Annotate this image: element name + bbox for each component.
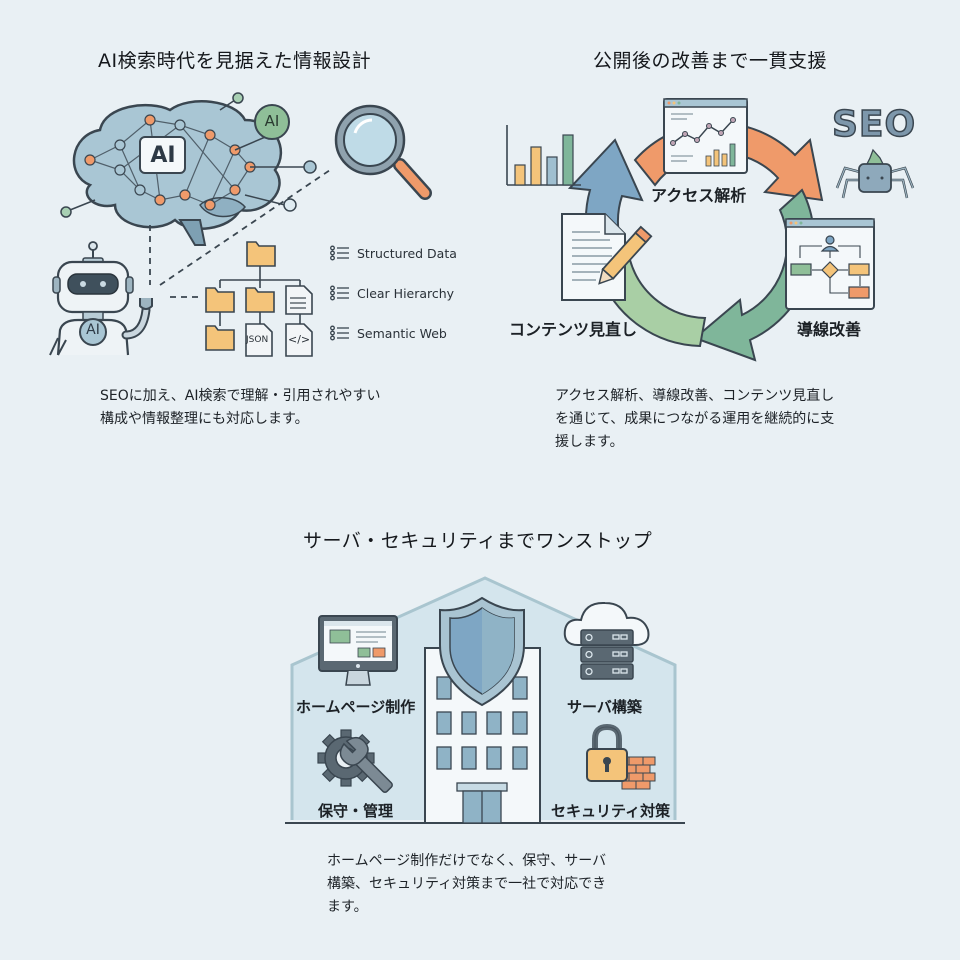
list-icon — [330, 245, 349, 261]
robot-ai-badge: AI — [86, 322, 100, 338]
padlock-firewall-icon — [586, 723, 656, 790]
brain-network-icon — [60, 92, 317, 246]
magnifier-icon — [334, 104, 432, 200]
service-label-web-production: ホームページ制作 — [296, 698, 416, 716]
service-label-maintenance: 保守・管理 — [318, 802, 394, 820]
cycle-label-access-analysis: アクセス解析 — [651, 186, 747, 205]
section-title-ai-search: AI検索時代を見据えた情報設計 — [98, 50, 372, 72]
robot-icon — [49, 241, 153, 356]
description-line: 援します。 — [555, 434, 624, 450]
list-icon — [330, 325, 349, 341]
cycle-label-content-review: コンテンツ見直し — [509, 320, 638, 339]
list-item-structured-data: Structured Data — [357, 246, 457, 261]
service-label-security: セキュリティ対策 — [551, 802, 671, 820]
code-file-label: </> — [288, 333, 311, 346]
description-line: ホームページ制作だけでなく、保守、サーバ — [327, 853, 607, 869]
description-line: アクセス解析、導線改善、コンテンツ見直し — [555, 388, 835, 404]
section-title-improvement: 公開後の改善まで一貫支援 — [593, 50, 828, 72]
seo-badge: SEO — [831, 103, 917, 146]
document-pencil-icon — [561, 213, 653, 301]
list-icon — [330, 285, 349, 301]
monitor-icon — [318, 615, 398, 686]
flowchart-window-icon — [785, 218, 875, 310]
list-item-semantic-web: Semantic Web — [357, 326, 447, 341]
service-label-server-setup: サーバ構築 — [567, 698, 642, 716]
bar-chart-icon — [506, 125, 581, 186]
list-item-clear-hierarchy: Clear Hierarchy — [357, 286, 455, 301]
spider-bot-icon — [835, 148, 915, 199]
section-title-one-stop: サーバ・セキュリティまでワンストップ — [303, 530, 653, 552]
small-ai-badge: AI — [254, 104, 290, 140]
description-line: SEOに加え、AI検索で理解・引用されやすい — [100, 388, 381, 404]
description-line: を通じて、成果につながる運用を継続的に支 — [555, 411, 835, 427]
folder-tree-icon — [205, 241, 313, 357]
gear-wrench-icon — [317, 729, 393, 793]
description-line: 構築、セキュリティ対策まで一社で対応でき — [327, 876, 607, 892]
description-improvement: アクセス解析、導線改善、コンテンツ見直し を通じて、成果につながる運用を継続的に… — [555, 385, 834, 454]
json-file-label: JSON — [246, 335, 269, 345]
description-line: ます。 — [327, 899, 368, 915]
description-ai-search: SEOに加え、AI検索で理解・引用されやすい 構成や情報整理にも対応します。 — [100, 385, 380, 431]
analytics-window-icon — [663, 98, 748, 174]
description-one-stop: ホームページ制作だけでなく、保守、サーバ 構築、セキュリティ対策まで一社で対応で… — [327, 850, 606, 919]
cloud-server-icon — [563, 601, 650, 680]
cycle-label-flow-improvement: 導線改善 — [797, 320, 862, 339]
brain-ai-badge: AI — [150, 143, 176, 168]
description-line: 構成や情報整理にも対応します。 — [100, 411, 309, 427]
